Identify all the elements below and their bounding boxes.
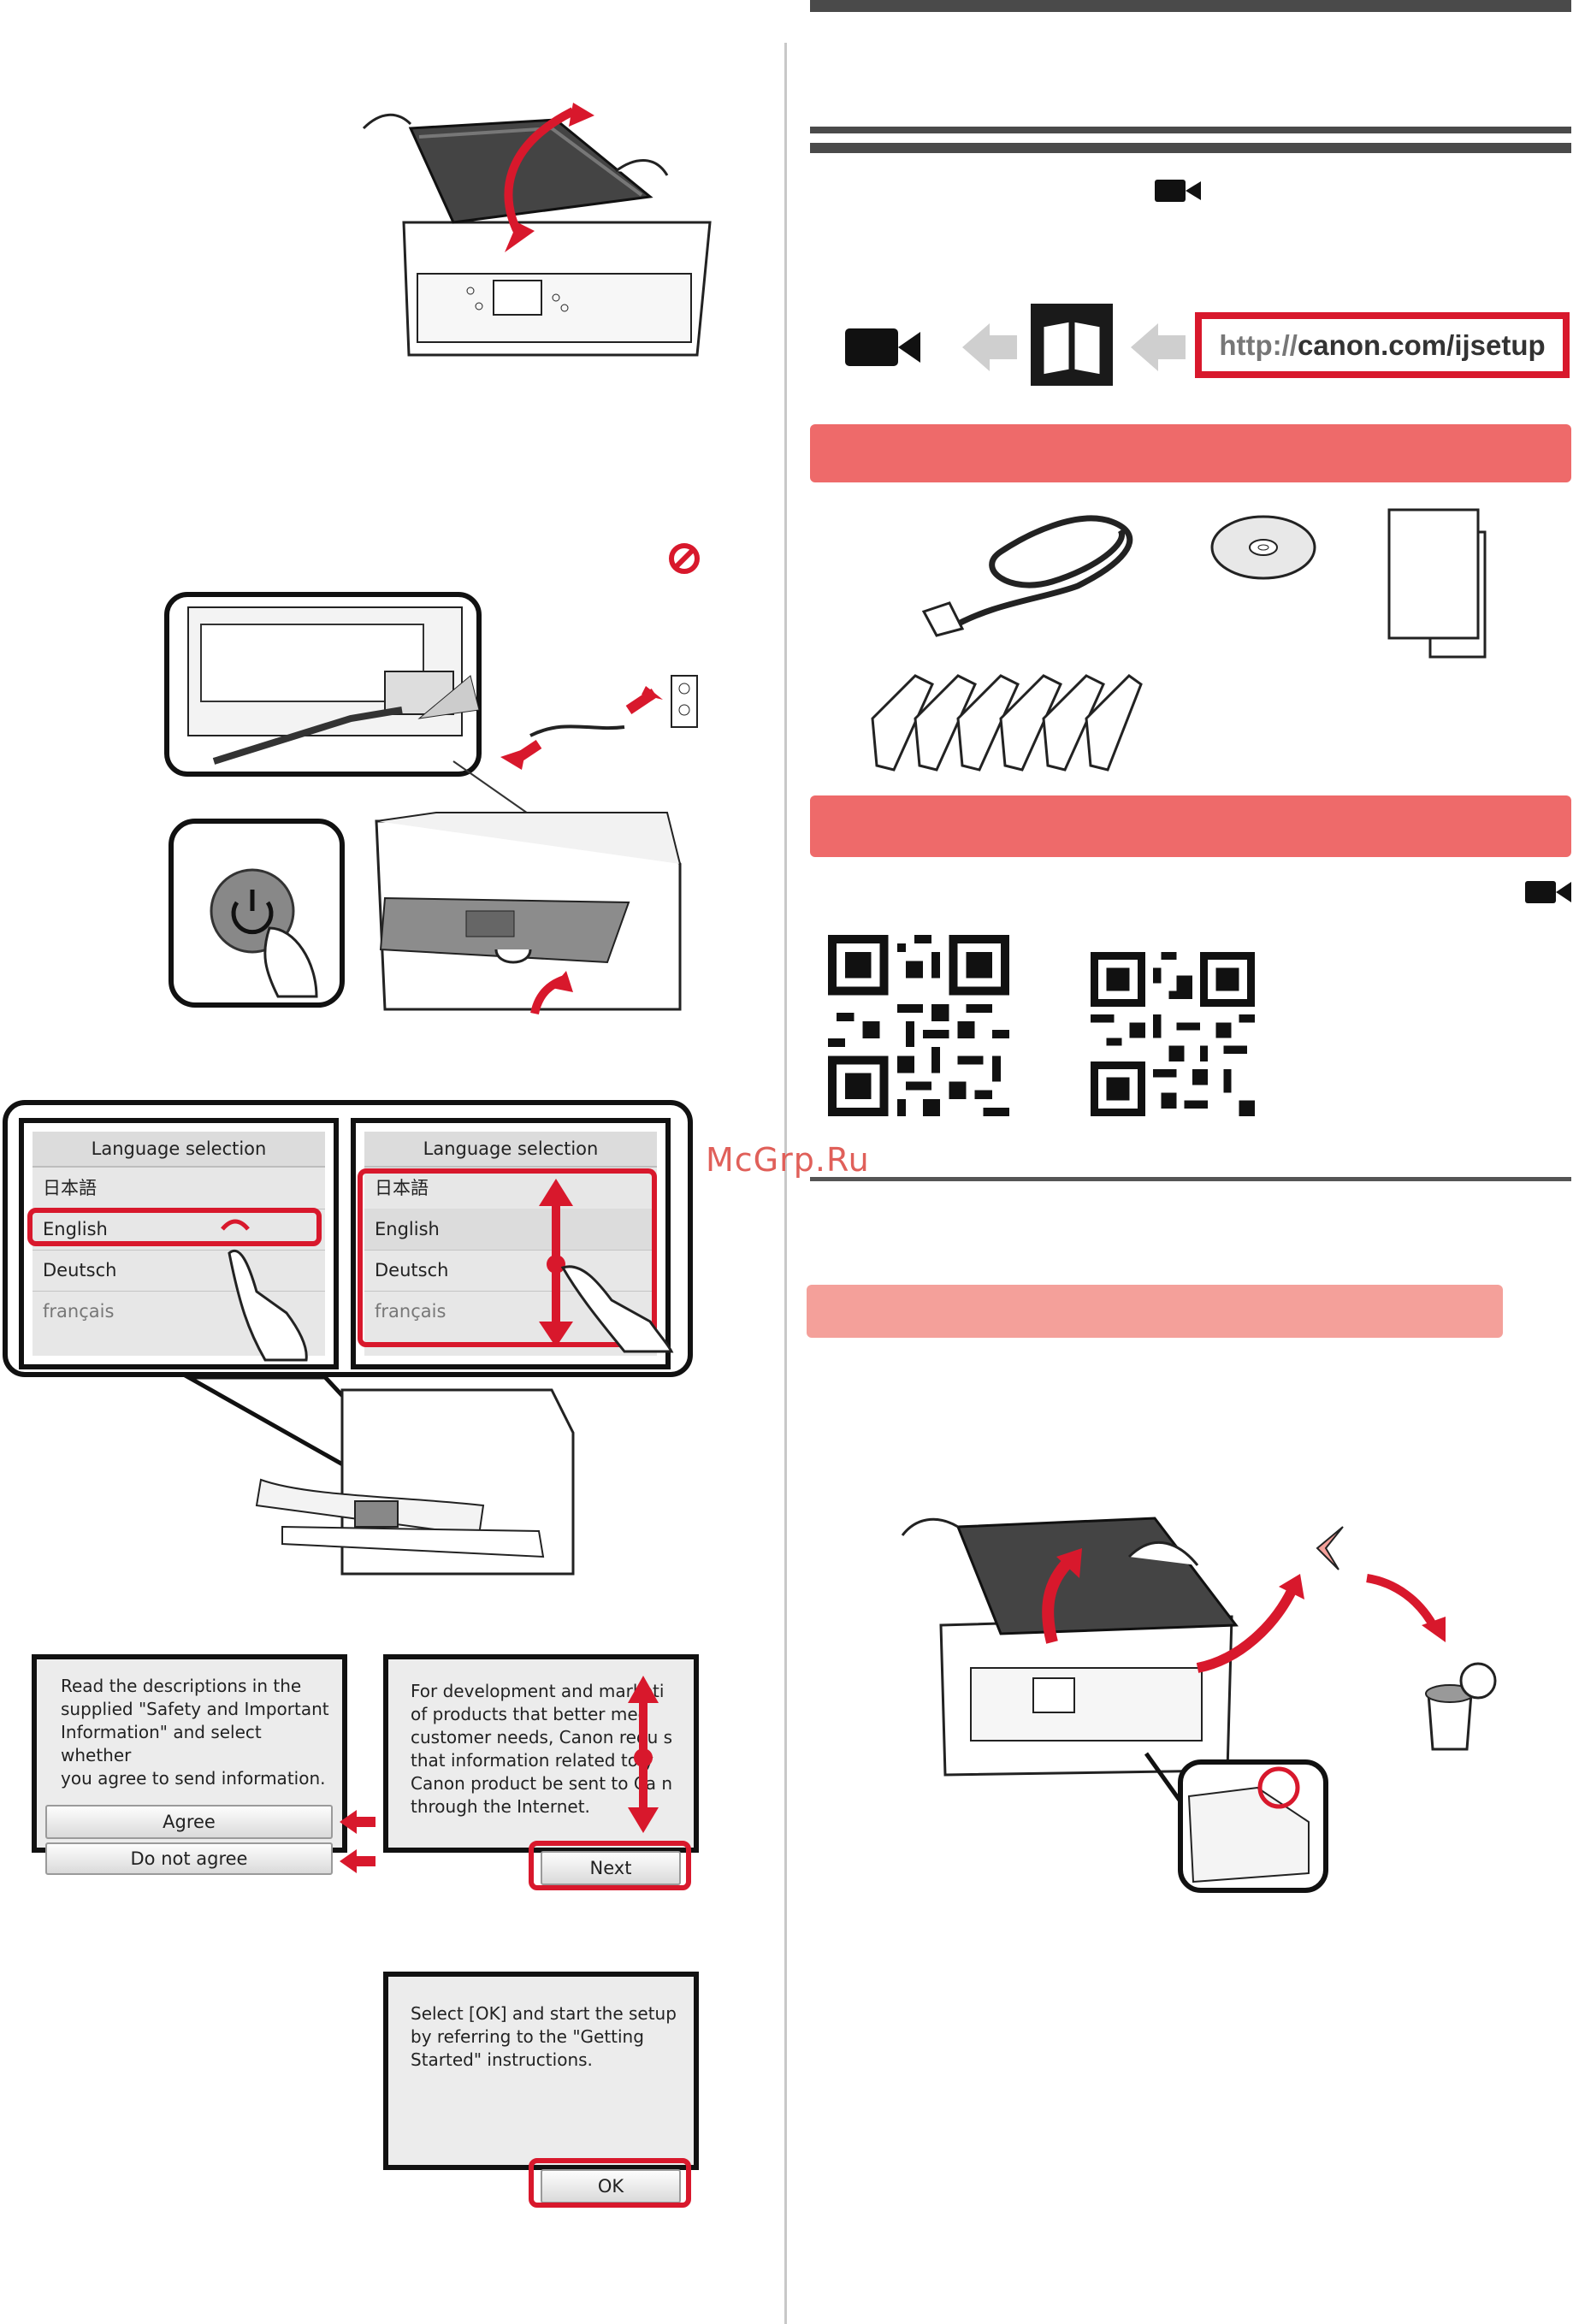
url-main: canon.com/ijsetup — [1297, 329, 1546, 361]
scroll-list-highlight — [358, 1168, 657, 1347]
video-camera-icon — [1525, 881, 1571, 903]
documents-illustration — [1387, 508, 1487, 659]
language-option-deutsch[interactable]: Deutsch — [33, 1250, 325, 1292]
video-camera-icon — [1155, 180, 1201, 202]
power-cord-connection-illustration — [164, 592, 698, 1015]
ok-message: Select [OK] and start the setup by refer… — [411, 2003, 677, 2070]
agree-arrows-illustration — [340, 1810, 376, 1873]
arrow-left-icon — [962, 323, 1017, 371]
printer-open-lid-illustration — [362, 103, 712, 357]
printer-remove-tape-illustration — [901, 1517, 1497, 1893]
language-option-deutsch[interactable]: Deutsch — [364, 1250, 657, 1292]
language-screen-title: Language selection — [364, 1132, 657, 1168]
consent-message: Read the descriptions in the supplied "S… — [61, 1676, 329, 1789]
consent-screen: Read the descriptions in the supplied "S… — [32, 1654, 347, 1875]
cd-rom-icon — [1210, 515, 1316, 580]
next-button-highlight — [529, 1841, 691, 1890]
language-option-english[interactable]: English — [33, 1209, 325, 1251]
section-header-band-light — [807, 1285, 1503, 1338]
section-bar-thin — [810, 143, 1571, 153]
english-highlight — [27, 1208, 322, 1246]
language-option-english[interactable]: English — [364, 1209, 657, 1251]
column-divider — [784, 43, 787, 2324]
manual-book-icon — [1031, 304, 1113, 386]
language-option-japanese[interactable]: 日本語 — [33, 1168, 325, 1209]
ok-button[interactable]: OK — [541, 2169, 681, 2203]
info-message: For development and marketi of products … — [411, 1681, 673, 1817]
power-button-zoom-illustration — [169, 819, 345, 1008]
top-bar — [810, 0, 1571, 12]
section-divider — [810, 1177, 1571, 1181]
agree-button[interactable]: Agree — [45, 1805, 333, 1839]
info-screen: For development and marketi of products … — [383, 1654, 699, 1853]
tap-hand-illustration — [221, 1219, 308, 1362]
qr-code-1[interactable] — [828, 935, 1009, 1116]
watermark: McGrp.Ru — [706, 1141, 870, 1179]
section-bar — [810, 127, 1571, 133]
power-icon — [231, 890, 274, 935]
next-button[interactable]: Next — [541, 1851, 681, 1885]
power-cord-illustration — [921, 515, 1133, 637]
section-header-band — [810, 795, 1571, 857]
ok-screen: Select [OK] and start the setup by refer… — [383, 1972, 699, 2170]
section-header-band — [810, 424, 1571, 482]
no-entry-icon — [669, 543, 700, 574]
video-camera-icon — [845, 328, 920, 366]
scroll-arrow-small-illustration — [628, 1676, 659, 1833]
printer-panel-illustration — [180, 1375, 575, 1576]
arrow-left-icon — [1131, 323, 1186, 371]
language-option-francais[interactable]: français — [43, 1301, 115, 1322]
qr-code-2[interactable] — [1091, 952, 1255, 1116]
trash-can-icon — [1425, 1662, 1497, 1751]
language-screen-title: Language selection — [33, 1132, 325, 1168]
do-not-agree-button[interactable]: Do not agree — [45, 1842, 333, 1875]
language-option-francais[interactable]: français — [375, 1301, 446, 1322]
setup-url-box[interactable]: http://canon.com/ijsetup — [1195, 312, 1570, 378]
ink-cartridges-illustration — [871, 674, 1143, 772]
scroll-arrow-illustration — [539, 1179, 674, 1353]
url-prefix: http:// — [1219, 329, 1298, 361]
ok-button-highlight — [529, 2158, 691, 2208]
